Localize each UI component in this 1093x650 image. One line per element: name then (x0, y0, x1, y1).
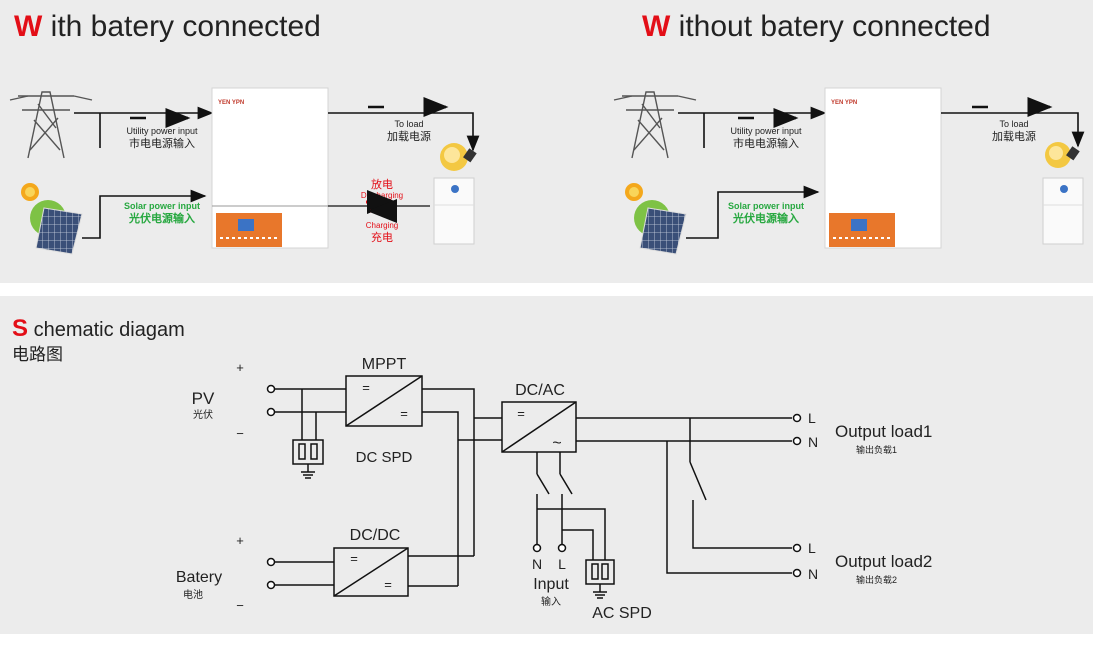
solar-label-zh: 光伏电源输入 (128, 211, 195, 225)
solar-label-zh: 光伏电源输入 (732, 211, 799, 225)
utility-label-zh: 市电电源输入 (129, 136, 195, 150)
without-battery-title: W ithout batery connected (642, 10, 991, 43)
power-tower-icon (613, 91, 697, 159)
light-bulb-icon (1045, 142, 1080, 168)
dc-spd-block (292, 439, 324, 465)
battery-plus: + (236, 533, 244, 548)
dcac-label: DC/AC (515, 382, 565, 399)
out2-n-terminal (792, 568, 802, 578)
svg-text:=: = (362, 380, 370, 395)
inverter-unit: YEN YPN (211, 87, 329, 249)
pv-minus-terminal (266, 407, 276, 417)
discharging-en: Discharging (361, 191, 403, 200)
load-label-zh: 加载电源 (387, 129, 431, 143)
out1-n: N (808, 434, 818, 450)
battery-label: Batery (176, 569, 222, 586)
utility-label-en: Utility power input (730, 126, 802, 136)
utility-label-en: Utility power input (126, 126, 198, 136)
battery-cabinet (433, 177, 475, 245)
load-label-en: To load (999, 119, 1028, 129)
mppt-converter (345, 375, 423, 427)
light-bulb-icon (440, 143, 477, 171)
charging-en: Charging (366, 221, 398, 230)
mppt-label: MPPT (362, 356, 407, 373)
battery-label-zh: 电池 (183, 588, 203, 601)
input-label: Input (533, 576, 569, 593)
with-battery-title: W ith batery connected (14, 10, 321, 43)
solar-panel-icon (625, 183, 687, 255)
battery-minus: − (236, 598, 244, 613)
discharging-zh: 放电 (371, 177, 393, 191)
inverter-brand: YEN YPN (218, 100, 244, 106)
power-tower-icon (9, 91, 93, 159)
ac-spd-block (585, 559, 615, 585)
charging-zh: 充电 (371, 230, 393, 244)
pv-minus: − (236, 426, 244, 441)
ac-spd-label: AC SPD (592, 605, 652, 622)
inverter-brand: YEN YPN (831, 100, 857, 106)
battery-cabinet (1042, 177, 1084, 245)
svg-text:=: = (517, 406, 525, 421)
schematic-title: S chematic diagam (12, 315, 185, 342)
utility-label-zh: 市电电源输入 (733, 136, 799, 150)
pv-label: PV (192, 389, 215, 408)
solar-label-en: Solar power input (728, 201, 804, 211)
out2-l-terminal (792, 543, 802, 553)
load-label-zh: 加载电源 (992, 129, 1036, 143)
with-battery-section: W ith batery connected Utility power inp… (9, 10, 480, 255)
dcac-inverter (501, 401, 577, 453)
solar-label-en: Solar power input (124, 201, 200, 211)
inverter-unit: YEN YPN (824, 87, 942, 249)
output-load1-label: Output load1 (835, 422, 932, 441)
schematic-diagram: S chematic diagam 电路图 + PV 光伏 − DC SPD M… (12, 315, 932, 622)
out2-l: L (808, 540, 816, 556)
dcdc-converter (333, 547, 409, 597)
out1-n-terminal (792, 436, 802, 446)
output-load2-label: Output load2 (835, 552, 932, 571)
svg-text:=: = (384, 577, 392, 592)
output-load1-zh: 输出负载1 (856, 444, 897, 455)
out1-l: L (808, 410, 816, 426)
battery-minus-terminal (266, 580, 276, 590)
out2-n: N (808, 566, 818, 582)
input-label-zh: 输入 (541, 595, 561, 608)
svg-text:=: = (400, 406, 408, 421)
battery-plus-terminal (266, 557, 276, 567)
dcdc-label: DC/DC (350, 527, 401, 544)
output-load2-zh: 输出负载2 (856, 574, 897, 585)
without-battery-section: W ithout batery connected Utility power … (613, 10, 1085, 255)
input-l: L (558, 556, 566, 572)
svg-text:~: ~ (552, 435, 561, 452)
out1-l-terminal (792, 413, 802, 423)
input-l-terminal (557, 543, 567, 553)
pv-plus: + (236, 360, 244, 375)
pv-plus-terminal (266, 384, 276, 394)
load-label-en: To load (394, 119, 423, 129)
schematic-title-zh: 电路图 (12, 345, 63, 364)
input-n-terminal (532, 543, 542, 553)
solar-panel-icon (21, 183, 83, 255)
svg-text:=: = (350, 551, 358, 566)
input-n: N (532, 556, 542, 572)
dc-spd-label: DC SPD (356, 449, 413, 466)
pv-label-zh: 光伏 (193, 408, 213, 421)
schematic-panel (0, 296, 1093, 634)
